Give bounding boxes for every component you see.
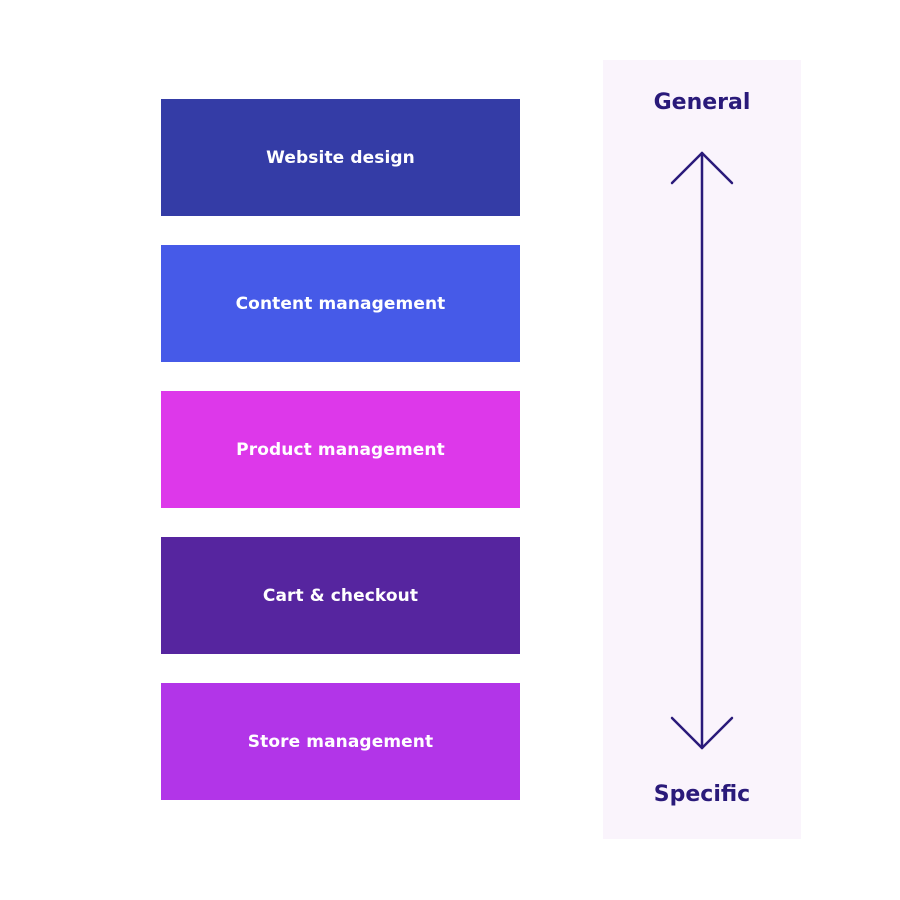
block-content-management: Content management xyxy=(161,245,520,362)
block-website-design: Website design xyxy=(161,99,520,216)
scale-label-specific: Specific xyxy=(653,782,751,807)
block-cart-checkout: Cart & checkout xyxy=(161,537,520,654)
generality-scale-panel: General Specific xyxy=(603,60,801,839)
block-store-management: Store management xyxy=(161,683,520,800)
arrow-head-down xyxy=(670,716,734,750)
block-label: Product management xyxy=(236,439,445,460)
block-product-management: Product management xyxy=(161,391,520,508)
block-label: Website design xyxy=(266,147,415,168)
block-label: Store management xyxy=(247,731,434,752)
scale-label-general: General xyxy=(653,90,751,115)
arrow-head-up xyxy=(670,151,734,185)
block-label: Content management xyxy=(235,293,446,314)
block-label: Cart & checkout xyxy=(262,585,419,606)
double-arrow-icon xyxy=(670,151,734,750)
